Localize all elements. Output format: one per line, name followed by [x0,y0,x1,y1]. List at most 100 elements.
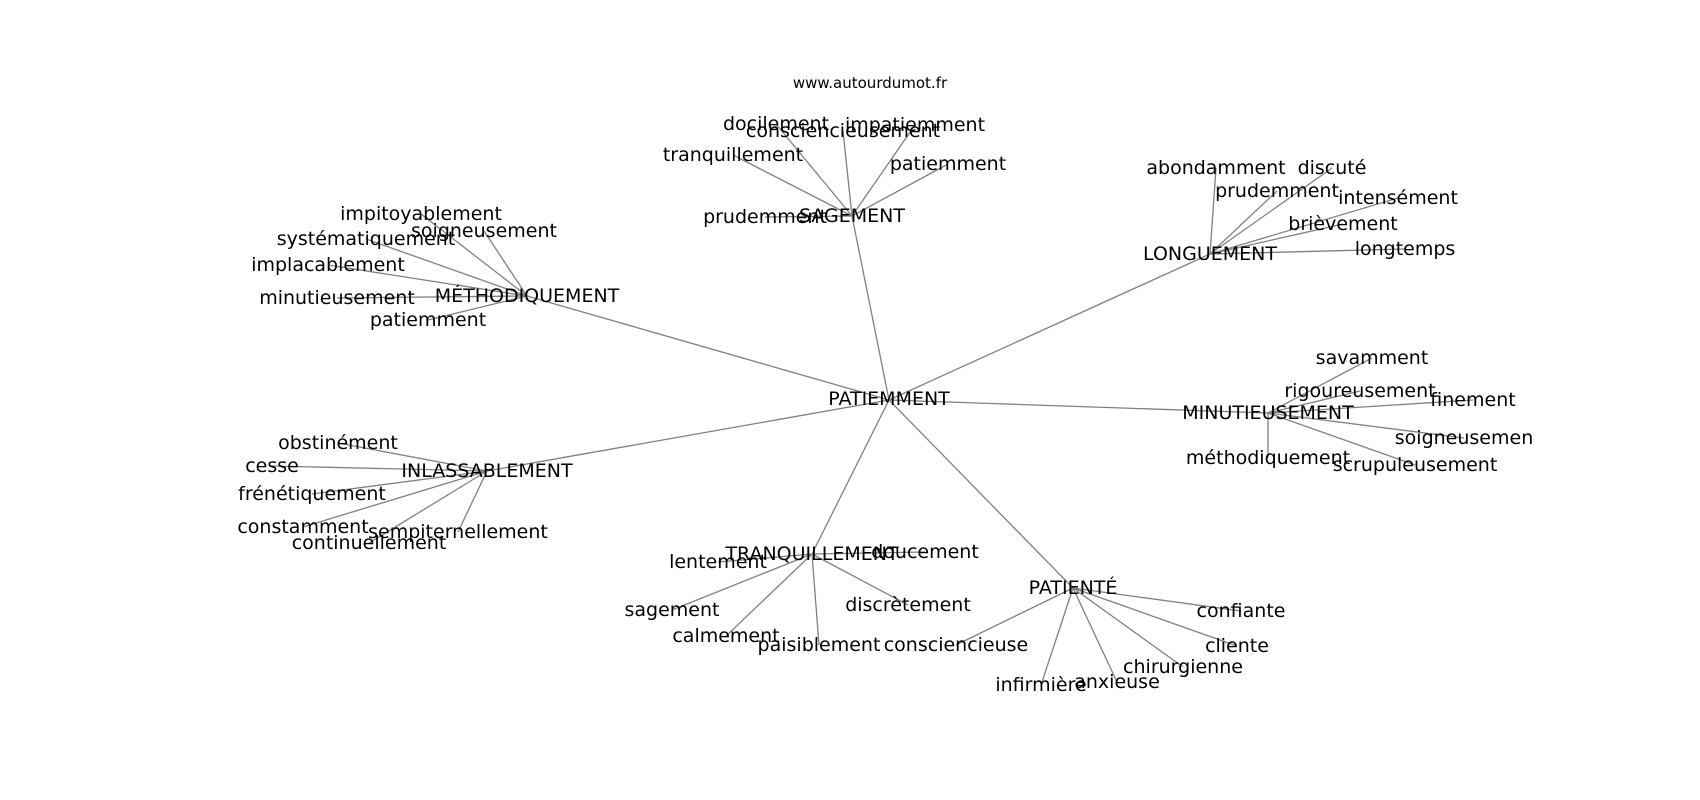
leaf-node-label: sagement [625,599,720,621]
leaf-edge [811,553,820,646]
leaf-edge [732,154,853,217]
leaf-node-label: paisiblement [758,634,881,656]
leaf-node-label: méthodiquement [1186,447,1350,469]
leaf-edge [483,230,528,297]
leaf-edge [327,264,528,297]
leaf-edge [842,130,853,217]
center-edge [486,399,890,472]
leaf-edge [851,124,916,217]
leaf-edge [1267,412,1465,439]
leaf-edge [365,238,528,297]
leaf-edge [311,470,488,495]
leaf-edge [1072,587,1238,647]
leaf-edge [717,553,813,563]
leaf-node-label: patiemment [890,153,1006,175]
leaf-edge [851,163,949,217]
leaf-edge [764,215,853,218]
leaf-node-label: savamment [1316,347,1429,369]
center-edge [526,295,890,401]
center-edge [851,215,890,401]
leaf-edge [1209,167,1333,255]
leaf-edge [457,470,488,533]
leaf-node-label: rigoureusement [1284,380,1435,402]
center-edge [888,399,1269,414]
leaf-edge [671,553,813,611]
leaf-node-label: prudemment [703,206,827,228]
leaf-node-label: systématiquement [277,228,456,250]
leaf-node-label: chirurgienne [1123,656,1243,678]
leaf-node-label: discuté [1298,157,1367,179]
leaf-node-label: tranquillement [663,144,803,166]
leaf-edge [1267,390,1361,414]
leaf-node-label: confiante [1197,600,1286,622]
leaf-node-label: longtemps [1355,238,1456,260]
leaf-edge [955,587,1074,646]
leaf-edge [427,295,528,321]
center-edge [811,399,890,555]
leaf-edge [775,123,853,217]
leaf-node-label: continuellement [292,532,447,554]
hub-node-label: MÉTHODIQUEMENT [435,284,620,307]
leaf-node-label: obstinément [278,432,398,454]
leaf-edge [811,551,926,555]
center-node-label: PATIEMMENT [828,388,950,410]
leaf-node-label: impatiemment [845,114,985,136]
hub-node-label: PATIENTÉ [1029,576,1118,599]
leaf-node-label: docilement [723,113,829,135]
leaf-node-label: anxieuse [1074,671,1160,693]
source-watermark: www.autourdumot.fr [793,74,948,92]
hub-node-label: TRANQUILLEMENT [724,543,899,565]
leaf-node-label: finement [1430,389,1515,411]
leaf-edge [336,295,528,299]
center-edge [888,399,1074,589]
leaf-edge [1072,587,1118,683]
leaf-edge [420,213,528,297]
leaf-node-label: lentement [669,551,767,573]
leaf-node-label: brièvement [1288,213,1397,235]
hub-node-label: SAGEMENT [799,205,905,227]
leaf-edge [1209,223,1344,255]
leaf-edge [368,470,488,544]
leaf-node-label: scrupuleusement [1333,454,1498,476]
leaf-node-label: cliente [1205,635,1269,657]
hub-node-label: INLASSABLEMENT [401,460,573,482]
leaf-node-label: soigneusement [411,220,557,242]
leaf-node-label: intensément [1338,187,1458,209]
leaf-edge [1267,399,1474,414]
leaf-edge [271,465,488,472]
leaf-node-label: discrètement [845,594,971,616]
graph-edges [271,123,1474,686]
leaf-edge [1040,587,1074,686]
leaf-node-label: calmement [672,625,779,647]
leaf-node-label: implacablement [251,254,405,276]
leaf-edge [725,553,813,637]
leaf-edge [1209,190,1278,255]
leaf-node-label: abondamment [1146,157,1285,179]
leaf-node-label: sempiternellement [368,521,548,543]
leaf-node-label: infirmière [995,674,1086,696]
leaf-node-label: constamment [237,516,368,538]
leaf-edge [337,442,488,472]
leaf-edge [1267,412,1416,466]
leaf-node-label: prudemment [1215,180,1339,202]
leaf-edge [1209,248,1406,255]
hub-node-label: LONGUEMENT [1143,243,1277,265]
leaf-node-label: frénétiquement [238,483,386,505]
leaf-node-label: impitoyablement [340,203,502,225]
leaf-node-label: doucement [871,541,979,563]
graph-labels: www.autourdumot.fr PATIEMMENT docilement… [237,74,1533,696]
leaf-edge [1072,587,1184,668]
leaf-edge [1209,167,1217,255]
leaf-node-label: minutieusement [259,287,415,309]
hub-node-label: MINUTIEUSEMENT [1182,402,1354,424]
leaf-node-label: cesse [245,455,299,477]
leaf-edge [1267,357,1373,414]
leaf-node-label: consciencieusement [746,120,940,142]
leaf-edge [302,470,488,528]
leaf-edge [1209,197,1399,255]
leaf-node-label: patiemment [370,309,486,331]
leaf-edge [1072,587,1242,612]
center-edge [888,253,1211,401]
leaf-edge [811,553,909,606]
